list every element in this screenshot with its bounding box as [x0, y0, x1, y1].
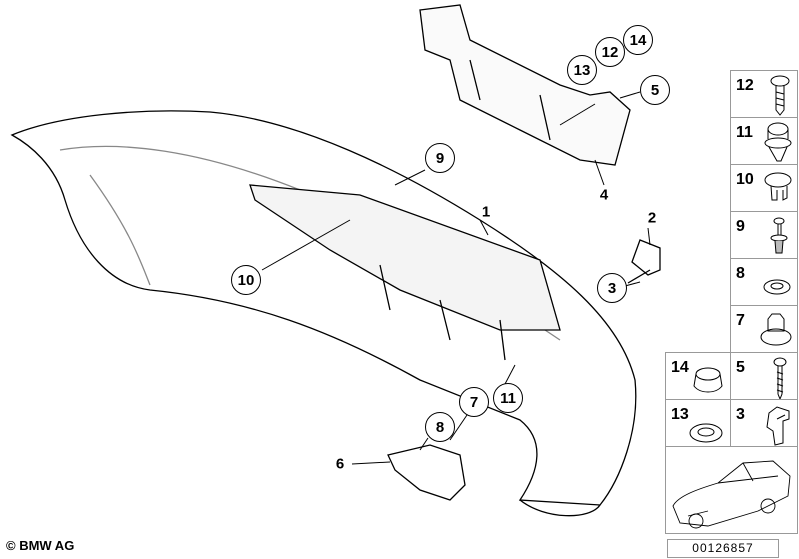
part-number: 5 — [736, 359, 745, 376]
copyright: © BMW AG — [6, 538, 75, 553]
car-icon — [672, 460, 791, 529]
cap-icon — [693, 367, 723, 393]
clip-icon — [766, 406, 790, 446]
part-number: 13 — [671, 406, 689, 423]
part-2-bracket — [631, 239, 661, 276]
part-cell-8[interactable]: 8 — [730, 258, 798, 306]
label-4[interactable]: 4 — [599, 186, 609, 204]
part-cell-5[interactable]: 5 — [730, 352, 798, 400]
callout-10[interactable]: 10 — [231, 265, 261, 295]
washer-icon — [689, 423, 723, 443]
license-plate-bracket — [419, 4, 631, 166]
part-number: 11 — [736, 124, 753, 141]
part-number: 9 — [736, 218, 745, 235]
part-6-bracket — [387, 444, 466, 501]
part-number: 14 — [671, 359, 689, 376]
part-cell-7[interactable]: 7 — [730, 305, 798, 353]
part-number: 12 — [736, 77, 754, 94]
clip-nut-icon — [764, 172, 792, 201]
push-rivet-icon — [770, 217, 788, 254]
part-number: 8 — [736, 265, 745, 282]
part-number: 7 — [736, 312, 745, 329]
diagram-id: 00126857 — [667, 539, 779, 558]
part-cell-11[interactable]: 11 — [730, 117, 798, 165]
washer-icon — [763, 279, 791, 295]
part-cell-10[interactable]: 10 — [730, 164, 798, 212]
label-6[interactable]: 6 — [335, 455, 345, 473]
callout-5[interactable]: 5 — [640, 75, 670, 105]
callout-11[interactable]: 11 — [493, 383, 523, 413]
vehicle-thumbnail — [665, 446, 798, 534]
collar-nut-icon — [760, 313, 792, 346]
label-1[interactable]: 1 — [481, 203, 491, 221]
bumper-cover — [10, 110, 637, 506]
screw-icon — [770, 75, 790, 116]
bumper-carrier — [249, 184, 561, 331]
part-cell-14[interactable]: 14 — [665, 352, 731, 400]
callout-13[interactable]: 13 — [567, 55, 597, 85]
label-2[interactable]: 2 — [647, 209, 657, 227]
expanding-rivet-icon — [764, 122, 792, 162]
part-cell-12[interactable]: 12 — [730, 70, 798, 118]
callout-14[interactable]: 14 — [623, 25, 653, 55]
screw-icon — [773, 357, 787, 400]
part-cell-9[interactable]: 9 — [730, 211, 798, 259]
callout-9[interactable]: 9 — [425, 143, 455, 173]
part-cell-13[interactable]: 13 — [665, 399, 731, 447]
part-number: 10 — [736, 171, 754, 188]
callout-3[interactable]: 3 — [597, 273, 627, 303]
callout-7[interactable]: 7 — [459, 387, 489, 417]
part-number: 3 — [736, 406, 745, 423]
callout-8[interactable]: 8 — [425, 412, 455, 442]
part-cell-3[interactable]: 3 — [730, 399, 798, 447]
callout-12[interactable]: 12 — [595, 37, 625, 67]
